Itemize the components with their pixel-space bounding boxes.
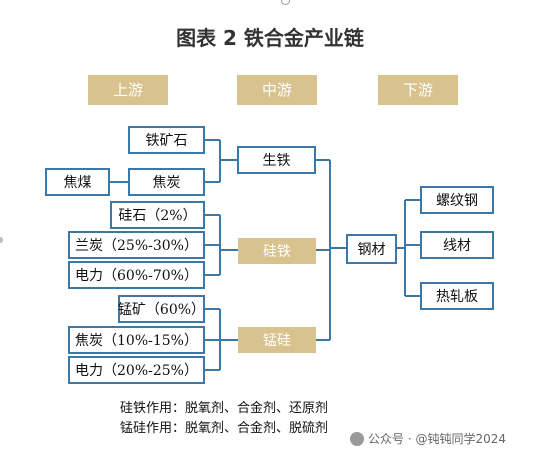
box-ferrosilicon: 硅铁 [238, 238, 316, 264]
box-wire-rod: 线材 [420, 231, 494, 259]
note-silicomanganese-use: 锰硅作用：脱氧剂、合金剂、脱硫剂 [120, 421, 329, 436]
note-ferrosilicon-use: 硅铁作用：脱氧剂、合金剂、还原剂 [120, 401, 329, 416]
box-hot-rolled-plate: 热轧板 [420, 282, 494, 310]
stage-downstream: 下游 [378, 75, 458, 105]
box-power-silicomanganese: 电力（20%-25%） [68, 356, 205, 384]
selection-handle-top[interactable] [281, 0, 290, 5]
box-manganese-ore: 锰矿（60%） [118, 295, 205, 323]
box-power-ferrosilicon: 电力（60%-70%） [68, 261, 205, 289]
box-coke: 焦炭 [128, 168, 205, 196]
watermark: 公众号 · @钝钝同学2024 [350, 430, 506, 447]
stage-upstream: 上游 [88, 75, 168, 105]
box-steel: 钢材 [346, 234, 397, 264]
box-semi-coke: 兰炭（25%-30%） [68, 231, 205, 259]
wechat-icon [350, 431, 364, 446]
box-coking-coal: 焦煤 [45, 168, 110, 196]
box-silicomanganese: 锰硅 [238, 327, 316, 353]
box-coke-silicomanganese: 焦炭（10%-15%） [68, 326, 205, 354]
stage-midstream: 中游 [237, 75, 317, 105]
watermark-text: 公众号 · @钝钝同学2024 [368, 432, 506, 446]
box-rebar: 螺纹钢 [420, 186, 494, 214]
page-title: 图表 2 铁合金产业链 [176, 26, 364, 50]
box-iron-ore: 铁矿石 [128, 126, 205, 154]
box-silica: 硅石（2%） [110, 201, 205, 229]
box-pig-iron: 生铁 [237, 146, 316, 174]
selection-handle-left[interactable] [0, 237, 3, 243]
